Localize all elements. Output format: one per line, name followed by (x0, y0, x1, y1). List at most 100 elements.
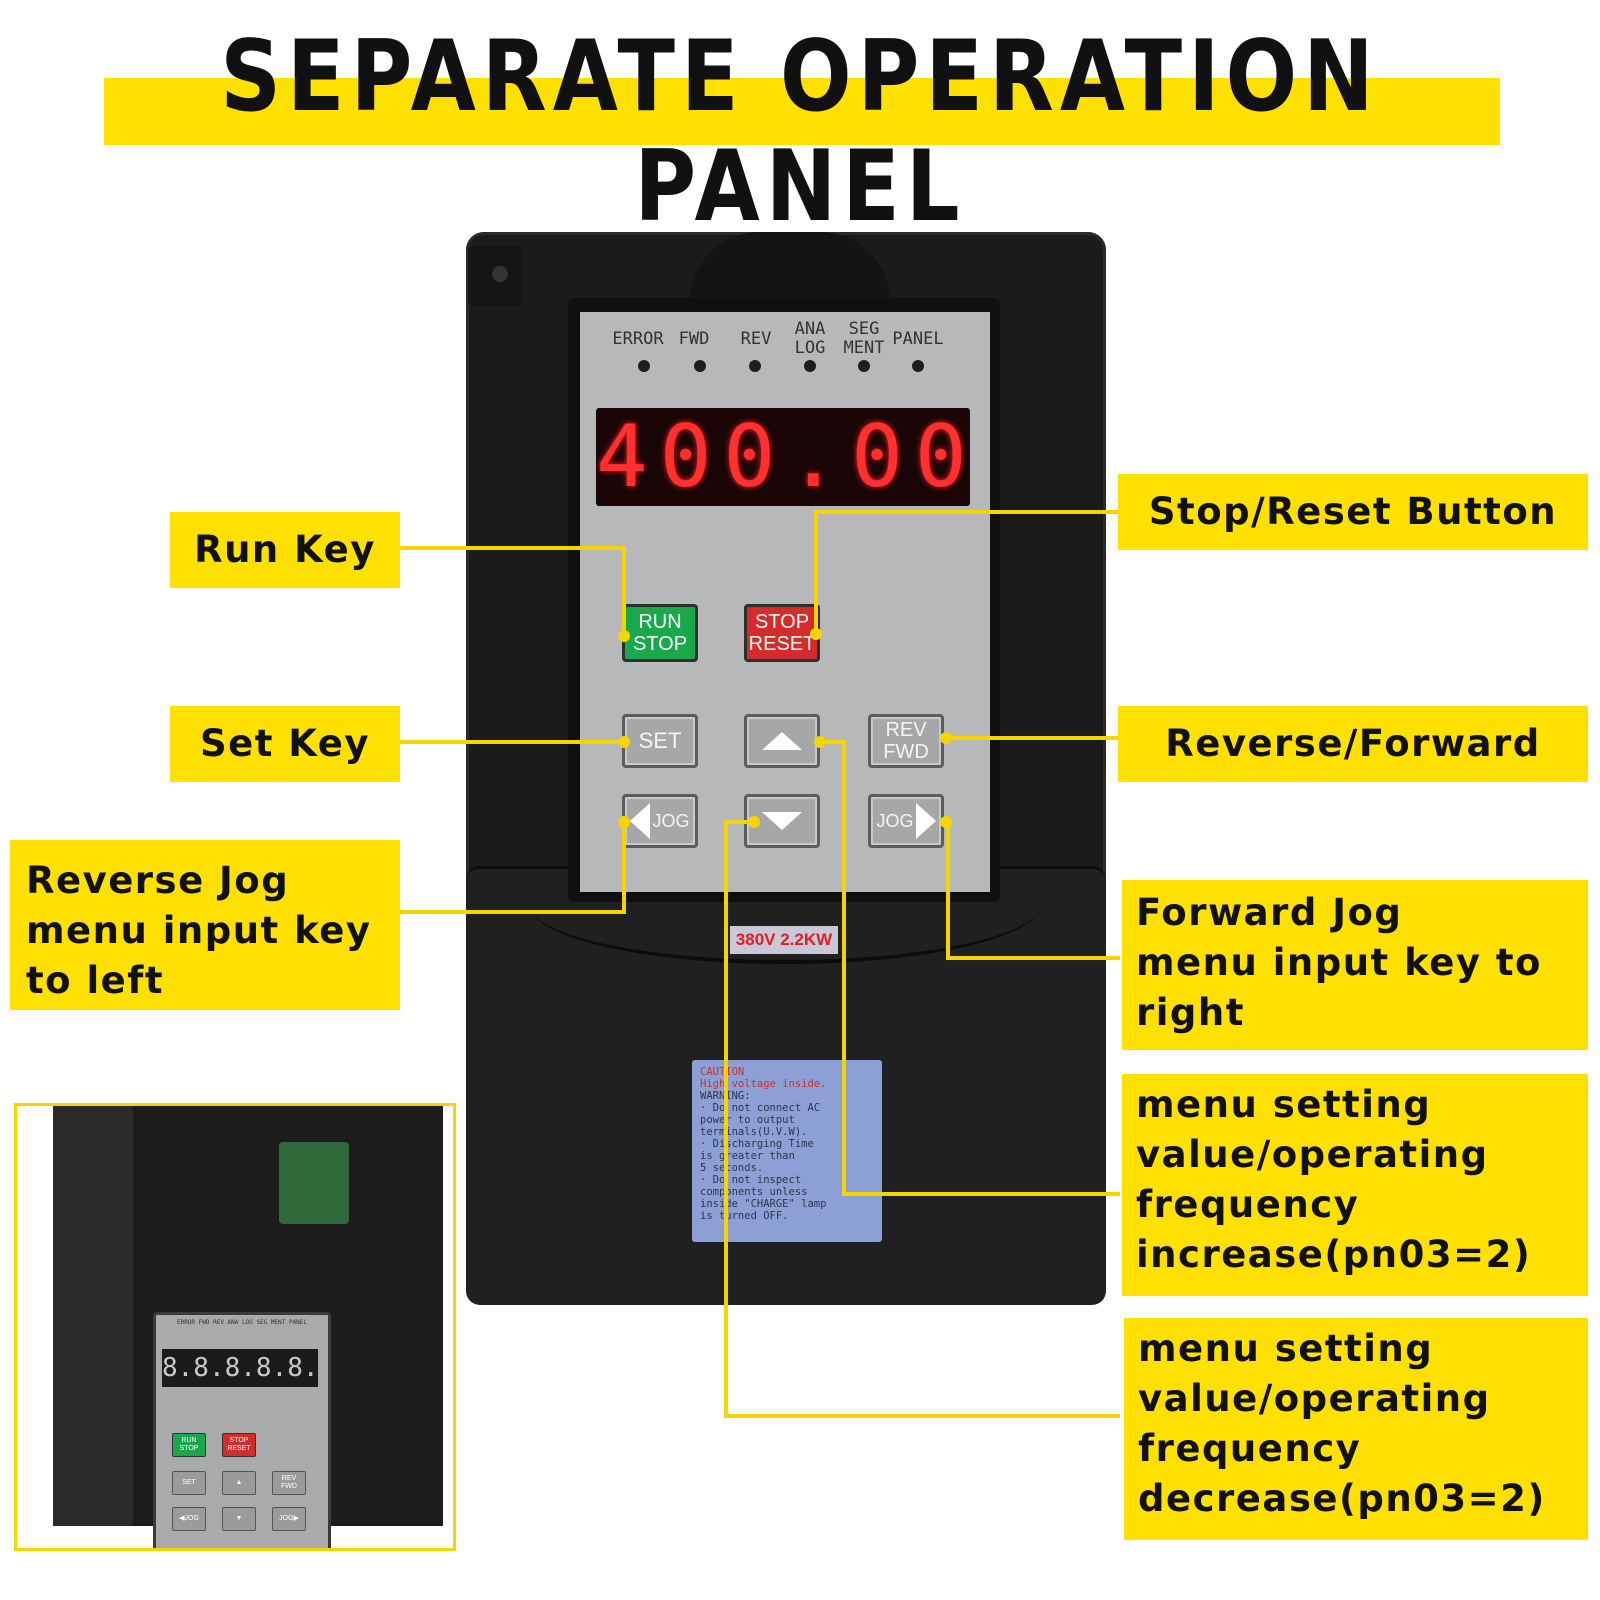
callout-line: value/operating (1136, 1133, 1489, 1176)
callout-set-key-text: Set Key (199, 722, 371, 765)
callout-line: right (1136, 991, 1245, 1034)
run-stop-key[interactable]: RUN STOP (622, 604, 698, 662)
connector-dot-rev-fwd (940, 732, 952, 744)
caution-text: High voltage inside. (700, 1078, 827, 1090)
inset-up-key: ▲ (222, 1471, 256, 1495)
inset-connector-board (279, 1142, 349, 1224)
callout-line: menu setting (1136, 1083, 1432, 1126)
callout-line: value/operating (1138, 1377, 1491, 1420)
run-key-label: RUN (638, 611, 682, 633)
inset-forward-jog-key: JOG▶ (272, 1507, 306, 1531)
callout-stop-reset: Stop/Reset Button (1118, 474, 1588, 550)
display-value: 400.00 (596, 407, 979, 507)
stop-key-sublabel: RESET (748, 633, 816, 655)
power-rating-label: 380V 2.2KW (730, 926, 838, 954)
reverse-jog-key[interactable]: JOG (622, 794, 698, 848)
forward-jog-key[interactable]: JOG (868, 794, 944, 848)
indicator-led-error (638, 360, 650, 372)
set-key-label: SET (638, 728, 682, 753)
fwd-key-label: FWD (883, 741, 929, 763)
inset-stop-label: STOP (229, 1437, 249, 1444)
inverter-top-tab (690, 232, 890, 302)
inset-display: 8.8.8.8.8. (162, 1349, 319, 1387)
jog-left-label: JOG (652, 811, 690, 831)
inset-set-label: SET (182, 1479, 196, 1486)
connector-decrease (724, 820, 728, 1416)
inset-set-key: SET (172, 1471, 206, 1495)
indicator-led-segment (858, 360, 870, 372)
callout-set-key: Set Key (170, 706, 400, 782)
callout-decrease: menu setting value/operating frequency d… (1124, 1318, 1588, 1540)
arrow-down-icon (762, 812, 802, 830)
inset-run-label: RUN (181, 1437, 197, 1444)
callout-stop-reset-text: Stop/Reset Button (1148, 490, 1558, 533)
callout-run-key: Run Key (170, 512, 400, 588)
warning-line: is turned OFF. (700, 1210, 789, 1222)
set-key[interactable]: SET (622, 714, 698, 768)
stop-key-label: STOP (754, 611, 810, 633)
connector-stop-reset (814, 510, 1120, 514)
detached-panel-inset: ERROR FWD REV ANA LOG SEG MENT PANEL 8.8… (14, 1103, 456, 1551)
callout-forward-jog: Forward Jog menu input key to right (1122, 880, 1588, 1050)
connector-increase (842, 740, 846, 1196)
indicator-led-analog (804, 360, 816, 372)
up-key[interactable] (744, 714, 820, 768)
warning-line: inside "CHARGE" lamp (700, 1198, 827, 1210)
inset-operation-panel: ERROR FWD REV ANA LOG SEG MENT PANEL 8.8… (153, 1312, 331, 1548)
cover-curve (530, 860, 1040, 964)
inset-jog-left-label: JOG (184, 1515, 199, 1522)
inset-reverse-jog-key: ◀JOG (172, 1507, 206, 1531)
callout-line: menu input key (26, 909, 372, 952)
jog-right-label: JOG (876, 811, 914, 831)
inset-stop-sublabel: RESET (227, 1445, 251, 1452)
rev-fwd-key[interactable]: REV FWD (868, 714, 944, 768)
connector-run-key (398, 546, 624, 550)
stop-reset-key[interactable]: STOP RESET (744, 604, 820, 662)
warning-line: is greater than (700, 1150, 795, 1162)
callout-line: menu input key to (1136, 941, 1542, 984)
title-highlight (104, 78, 1500, 145)
connector-dot-set (618, 736, 630, 748)
connector-reverse-jog (622, 822, 626, 914)
connector-reverse-forward (946, 736, 1120, 740)
connector-stop-reset (814, 510, 818, 634)
inset-jog-right-label: JOG (279, 1515, 294, 1522)
callout-line: menu setting (1138, 1327, 1434, 1370)
rev-key-label: REV (885, 719, 927, 741)
warning-sticker: CAUTION High voltage inside. WARNING: · … (692, 1060, 882, 1242)
callout-line: increase(pn03=2) (1136, 1233, 1532, 1276)
connector-dot-increase (814, 736, 826, 748)
connector-decrease (724, 1414, 1120, 1418)
connector-increase (842, 1192, 1120, 1196)
callout-increase: menu setting value/operating frequency i… (1122, 1074, 1588, 1296)
callout-line: frequency (1136, 1183, 1360, 1226)
caution-heading: CAUTION (700, 1066, 745, 1078)
callout-line: decrease(pn03=2) (1138, 1477, 1546, 1520)
callout-line: Reverse Jog (26, 859, 290, 902)
indicator-label-fwd: FWD (678, 329, 710, 349)
warning-line: 5 seconds. (700, 1162, 764, 1174)
callout-line: Forward Jog (1136, 891, 1403, 934)
arrow-up-icon (762, 732, 802, 750)
connector-forward-jog (946, 820, 950, 960)
connector-forward-jog (946, 956, 1120, 960)
led-display (596, 408, 970, 506)
indicator-label-error: ERROR (612, 329, 664, 349)
indicator-led-panel (912, 360, 924, 372)
connector-dot-forward-jog (940, 816, 952, 828)
inset-run-sublabel: STOP (179, 1445, 199, 1452)
connector-dot-stop (810, 628, 822, 640)
inset-indicator-labels: ERROR FWD REV ANA LOG SEG MENT PANEL (176, 1319, 308, 1326)
warning-line: · Do not connect AC (700, 1102, 821, 1114)
mounting-hole-icon (492, 266, 508, 282)
connector-run-key (622, 546, 626, 636)
callout-reverse-jog: Reverse Jog menu input key to left (10, 840, 400, 1010)
arrow-up-icon: ▲ (235, 1479, 243, 1486)
connector-set-key (398, 740, 624, 744)
indicator-led-rev (749, 360, 761, 372)
